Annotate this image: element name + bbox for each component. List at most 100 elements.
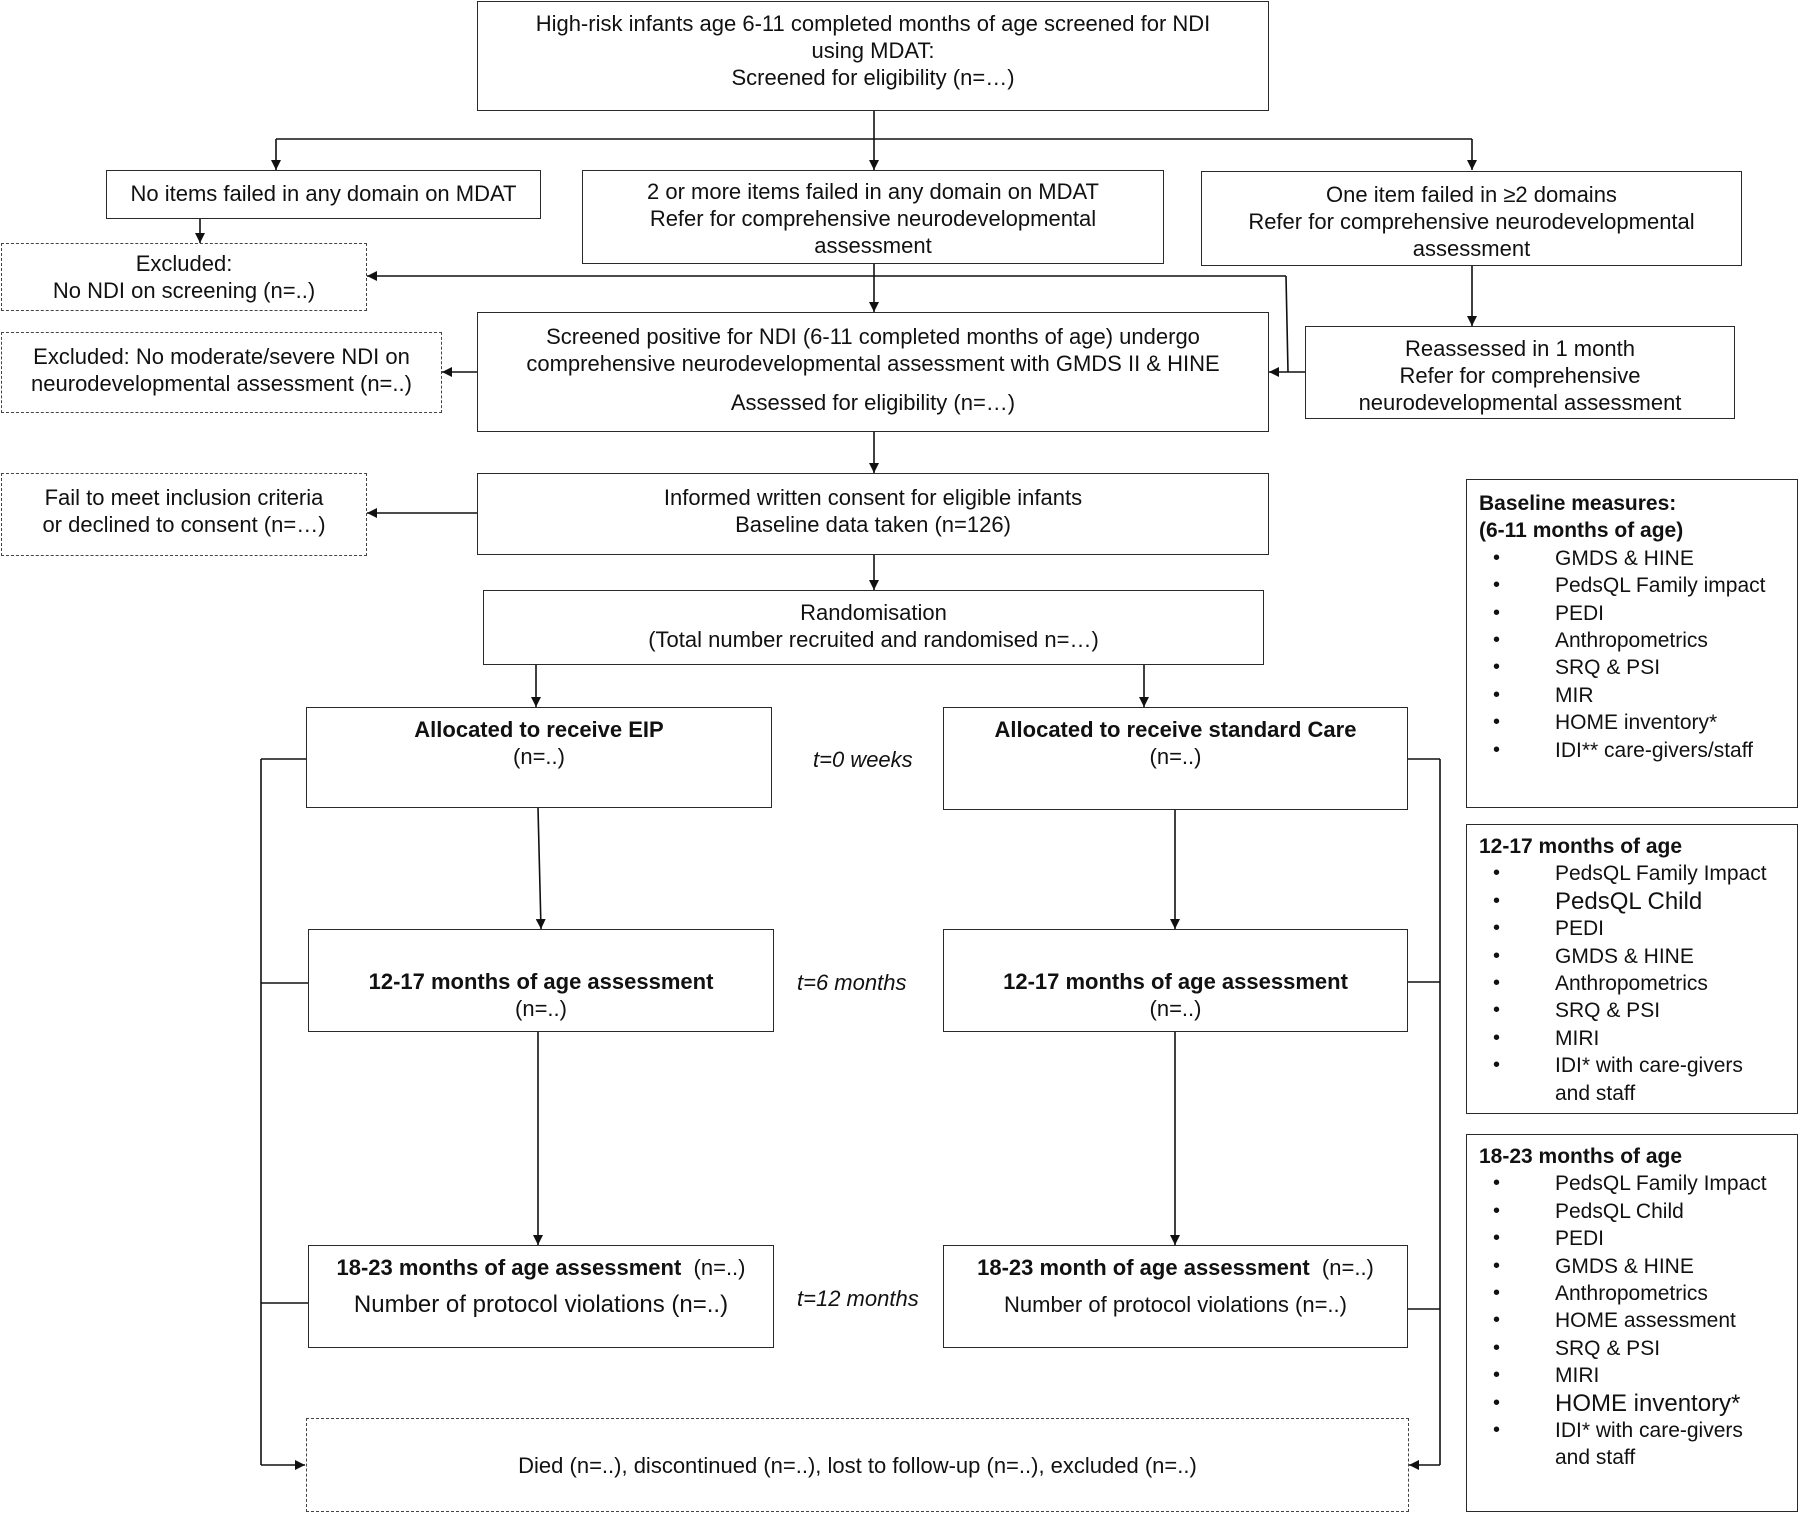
m18-item: SRQ & PSI	[1479, 1335, 1785, 1363]
m18-item: HOME assessment	[1479, 1307, 1785, 1335]
consent-box: Informed written consent for eligible in…	[477, 473, 1269, 555]
timepoint-t0: t=0 weeks	[813, 747, 913, 772]
std-18m-title-row: 18-23 month of age assessment (n=..)	[954, 1254, 1397, 1281]
baseline-list: GMDS & HINE PedsQL Family impact PEDI An…	[1479, 545, 1785, 765]
m12-item: GMDS & HINE	[1479, 943, 1785, 971]
baseline-measures-box: Baseline measures: (6-11 months of age) …	[1466, 479, 1798, 808]
m12-item: PEDI	[1479, 915, 1785, 943]
m18-measures-box: 18-23 months of age PedsQL Family Impact…	[1466, 1134, 1798, 1512]
m18-item: PEDI	[1479, 1225, 1785, 1253]
m18-item: GMDS & HINE	[1479, 1253, 1785, 1281]
m18-heading: 18-23 months of age	[1479, 1145, 1683, 1168]
screening-line3: Screened for eligibility (n=…)	[731, 65, 1015, 90]
eip-allocation-box: Allocated to receive EIP (n=..)	[306, 707, 772, 808]
final-outcome-box: Died (n=..), discontinued (n=..), lost t…	[306, 1418, 1409, 1512]
fail-inclusion-line2: or declined to consent (n=…)	[42, 512, 326, 537]
baseline-item: Anthropometrics	[1479, 627, 1785, 655]
std-allocation-box: Allocated to receive standard Care (n=..…	[943, 707, 1408, 810]
one-item-line2: Refer for comprehensive neurodevelopment…	[1248, 209, 1695, 234]
reassessed-line1: Reassessed in 1 month	[1405, 336, 1635, 361]
no-items-box: No items failed in any domain on MDAT	[106, 170, 541, 219]
std-18m-n: (n=..)	[1321, 1255, 1374, 1280]
m18-item: PedsQL Family Impact	[1479, 1170, 1785, 1198]
eip-18m-title-row: 18-23 months of age assessment (n=..)	[319, 1254, 763, 1281]
m12-item-continuation: and staff	[1555, 1081, 1636, 1105]
m18-item: IDI* with care-givers	[1479, 1417, 1785, 1445]
baseline-item: PEDI	[1479, 600, 1785, 628]
m18-item: Anthropometrics	[1479, 1280, 1785, 1308]
m18-list: PedsQL Family Impact PedsQL Child PEDI G…	[1479, 1170, 1785, 1471]
m18-item-continuation: and staff	[1555, 1446, 1636, 1470]
m18-item: HOME inventory*	[1479, 1390, 1785, 1418]
screening-line2: using MDAT:	[811, 38, 935, 63]
screened-positive-line1: Screened positive for NDI (6-11 complete…	[546, 324, 1200, 349]
reassessed-line3: neurodevelopmental assessment	[1358, 390, 1682, 415]
screened-positive-box: Screened positive for NDI (6-11 complete…	[477, 312, 1269, 432]
arrow-eip-to-12m	[535, 807, 546, 930]
eip-allocation-title: Allocated to receive EIP	[414, 717, 664, 742]
m12-heading: 12-17 months of age	[1479, 835, 1683, 858]
m12-item: MIRI	[1479, 1025, 1785, 1053]
std-allocation-title: Allocated to receive standard Care	[994, 717, 1357, 742]
screening-box: High-risk infants age 6-11 completed mon…	[477, 1, 1269, 111]
baseline-item: SRQ & PSI	[1479, 654, 1785, 682]
excluded-screening-line1: Excluded:	[135, 251, 233, 276]
std-12m-title: 12-17 months of age assessment	[1003, 969, 1348, 994]
m18-item: MIRI	[1479, 1362, 1785, 1390]
eip-18m-n: (n=..)	[693, 1255, 746, 1280]
m12-list: PedsQL Family Impact PedsQL Child PEDI G…	[1479, 860, 1785, 1107]
reassessed-line2: Refer for comprehensive	[1399, 363, 1641, 388]
m12-measures-box: 12-17 months of age PedsQL Family Impact…	[1466, 824, 1798, 1114]
excluded-assessment-line2: neurodevelopmental assessment (n=..)	[31, 371, 412, 396]
baseline-item: HOME inventory*	[1479, 709, 1785, 737]
one-item-line3: assessment	[1412, 236, 1531, 261]
consent-line2: Baseline data taken (n=126)	[735, 512, 1011, 537]
randomisation-line2: (Total number recruited and randomised n…	[648, 627, 1099, 652]
screening-line1: High-risk infants age 6-11 completed mon…	[535, 11, 1211, 36]
one-item-line1: One item failed in ≥2 domains	[1326, 182, 1617, 207]
m12-item: IDI* with care-givers	[1479, 1052, 1785, 1080]
excluded-screening-box: Excluded: No NDI on screening (n=..)	[1, 243, 367, 311]
eip-allocation-n: (n=..)	[513, 744, 565, 769]
fail-inclusion-line1: Fail to meet inclusion criteria	[44, 485, 324, 510]
eip-18m-title: 18-23 months of age assessment	[336, 1255, 682, 1280]
fail-inclusion-box: Fail to meet inclusion criteria or decli…	[1, 473, 367, 556]
std-18m-title: 18-23 month of age assessment	[977, 1255, 1310, 1280]
baseline-heading-1: Baseline measures:	[1479, 492, 1677, 515]
screened-positive-line2: comprehensive neurodevelopmental assessm…	[526, 351, 1220, 376]
two-items-line1: 2 or more items failed in any domain on …	[647, 179, 1099, 204]
m12-item: Anthropometrics	[1479, 970, 1785, 998]
baseline-item: PedsQL Family impact	[1479, 572, 1785, 600]
baseline-item: MIR	[1479, 682, 1785, 710]
randomisation-box: Randomisation (Total number recruited an…	[483, 590, 1264, 665]
eip-12m-n: (n=..)	[515, 996, 567, 1021]
no-items-line1: No items failed in any domain on MDAT	[130, 181, 517, 206]
excluded-assessment-box: Excluded: No moderate/severe NDI on neur…	[1, 332, 442, 413]
timepoint-t12: t=12 months	[797, 1286, 919, 1311]
randomisation-line1: Randomisation	[800, 600, 947, 625]
consent-line1: Informed written consent for eligible in…	[663, 485, 1083, 510]
excluded-assessment-line1: Excluded: No moderate/severe NDI on	[33, 344, 410, 369]
std-18m-violations: Number of protocol violations (n=..)	[1004, 1292, 1347, 1317]
std-12m-box: 12-17 months of age assessment (n=..)	[943, 929, 1408, 1032]
eip-12m-title: 12-17 months of age assessment	[368, 969, 714, 994]
screened-positive-line3: Assessed for eligibility (n=…)	[730, 390, 1016, 415]
std-allocation-n: (n=..)	[1149, 744, 1202, 769]
std-18m-box: 18-23 month of age assessment (n=..) Num…	[943, 1245, 1408, 1348]
two-items-box: 2 or more items failed in any domain on …	[582, 170, 1164, 264]
two-items-line3: assessment	[814, 233, 932, 258]
eip-18m-violations: Number of protocol violations (n=..)	[353, 1291, 729, 1318]
one-item-box: One item failed in ≥2 domains Refer for …	[1201, 171, 1742, 266]
timepoint-t6: t=6 months	[797, 970, 907, 995]
eip-12m-box: 12-17 months of age assessment (n=..)	[308, 929, 774, 1032]
m12-item: SRQ & PSI	[1479, 997, 1785, 1025]
final-outcome-line: Died (n=..), discontinued (n=..), lost t…	[518, 1453, 1197, 1478]
excluded-screening-line2: No NDI on screening (n=..)	[52, 278, 316, 303]
baseline-item: GMDS & HINE	[1479, 545, 1785, 573]
m12-item: PedsQL Family Impact	[1479, 860, 1785, 888]
baseline-item: IDI** care-givers/staff	[1479, 737, 1785, 765]
eip-18m-box: 18-23 months of age assessment (n=..) Nu…	[308, 1245, 774, 1348]
m18-item: PedsQL Child	[1479, 1198, 1785, 1226]
reassessed-box: Reassessed in 1 month Refer for comprehe…	[1305, 326, 1735, 419]
